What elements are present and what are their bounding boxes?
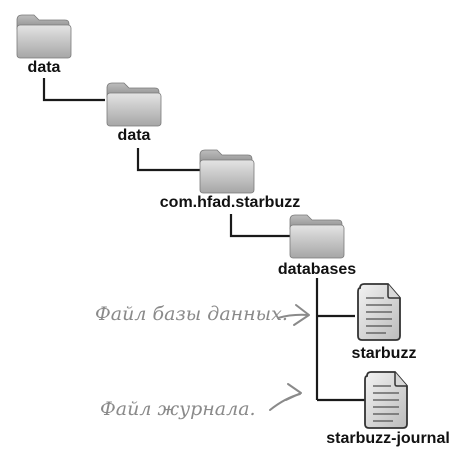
folder-label-databases: databases — [277, 261, 357, 278]
connector-lines — [42, 78, 365, 402]
arrow-icon — [277, 304, 310, 326]
file-label-starbuzz: starbuzz — [351, 345, 417, 362]
connector-data-to-package — [136, 148, 200, 172]
annotation-db-file: Файл базы данных. — [95, 303, 288, 325]
folder-label-data-root: data — [27, 59, 61, 76]
connector-package-to-databases — [229, 214, 290, 238]
annotation-journal-file: Файл журнала. — [100, 398, 256, 420]
folder-icon — [289, 214, 345, 259]
folder-label-package: com.hfad.starbuzz — [159, 194, 301, 211]
folder-icon — [106, 82, 162, 127]
file-label-journal: starbuzz-journal — [326, 430, 450, 447]
folder-icon — [199, 149, 255, 194]
connector-data-to-data — [42, 78, 105, 102]
document-icon — [357, 283, 401, 341]
folder-icon — [16, 14, 72, 59]
document-icon — [364, 371, 408, 429]
arrow-icon — [269, 383, 302, 411]
folder-label-data-child: data — [117, 127, 151, 144]
